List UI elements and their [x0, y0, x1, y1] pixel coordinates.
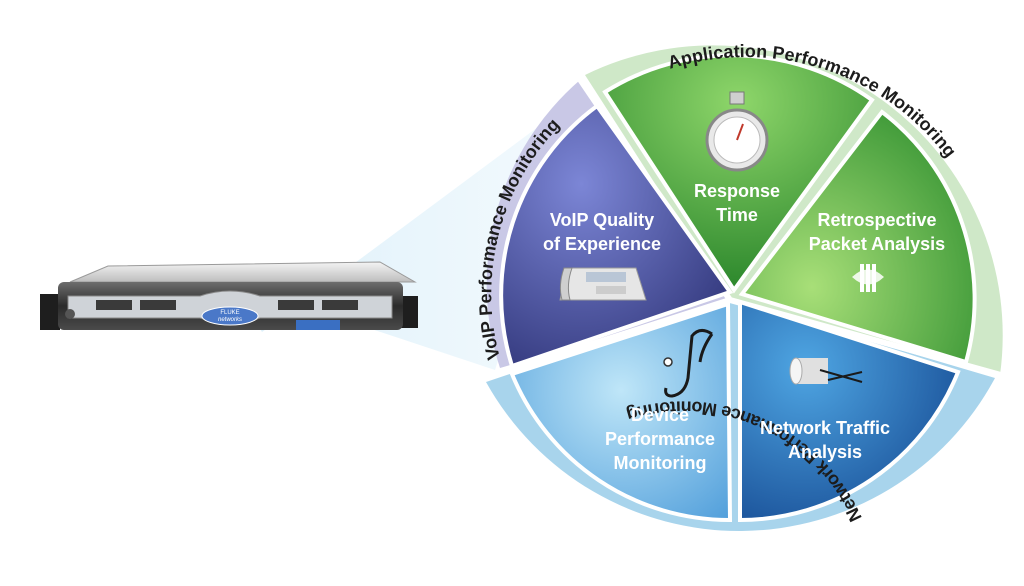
wedge-device: [509, 301, 733, 523]
network-pipe-icon: [789, 357, 863, 385]
wedge-retro: [738, 109, 977, 365]
traffic-label-1: Network Traffic: [760, 418, 890, 438]
wedge-voip: [499, 103, 734, 369]
wedge-traffic: [738, 299, 961, 523]
brand-text-2: networks: [218, 317, 242, 323]
desk-phone-icon: [559, 267, 647, 301]
packet-capture-icon: [852, 264, 884, 292]
retro-label-2: Packet Analysis: [809, 234, 945, 254]
voip-label-2: of Experience: [543, 234, 661, 254]
traffic-label-2: Analysis: [788, 442, 862, 462]
device-label-2: Performance: [605, 429, 715, 449]
brand-text-1: FLUKE: [220, 310, 239, 316]
device-label-3: Monitoring: [614, 453, 707, 473]
stethoscope-icon: [663, 329, 714, 398]
device-label-1: Device: [631, 405, 689, 425]
retro-label-1: Retrospective: [817, 210, 936, 230]
wedge-response: [602, 53, 875, 294]
divider: [479, 297, 731, 383]
stopwatch-icon: [705, 91, 769, 172]
response-label-1: Response: [694, 181, 780, 201]
voip-label-1: VoIP Quality: [550, 210, 654, 230]
rack-appliance: FLUKE networks: [40, 261, 418, 330]
response-label-2: Time: [716, 205, 758, 225]
